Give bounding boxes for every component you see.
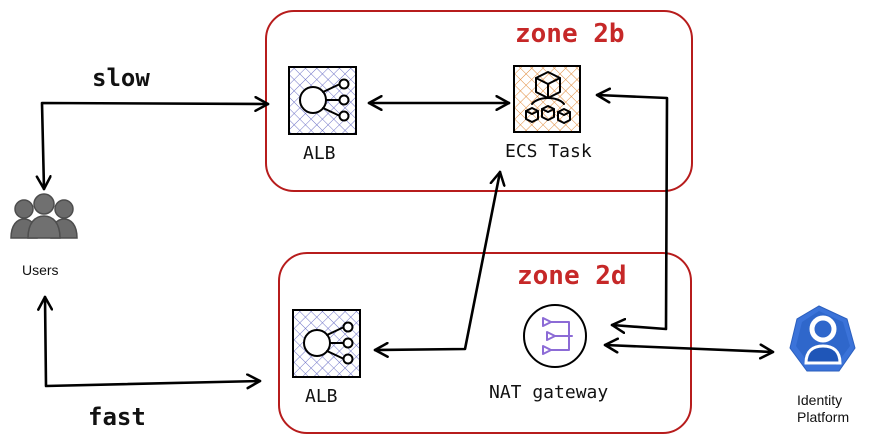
alb-bottom-label: ALB — [305, 386, 338, 407]
arrow-users-to-bottom-alb-fast — [45, 295, 262, 386]
alb-bottom-icon — [292, 309, 361, 378]
arrow-bottom-alb-to-ecs — [373, 170, 500, 350]
identity-platform-label-line-2: Platform — [797, 409, 849, 425]
slow-path-label: slow — [92, 64, 150, 92]
zone-2b-title: zone 2b — [515, 19, 625, 49]
nat-gateway-icon — [523, 304, 587, 368]
alb-top-label: ALB — [303, 143, 336, 164]
arrow-nat-gateway-to-identity-platform — [603, 345, 775, 352]
identity-platform-label-line-1: Identity — [797, 392, 842, 408]
zone-2d-title: zone 2d — [517, 261, 627, 291]
users-label: Users — [22, 262, 59, 278]
nat-gateway-label: NAT gateway — [489, 382, 608, 403]
ecs-task-icon — [513, 65, 581, 133]
users-icon — [10, 193, 78, 239]
arrow-users-to-top-alb-slow — [42, 103, 270, 191]
ecs-task-label: ECS Task — [505, 141, 592, 162]
fast-path-label: fast — [88, 403, 146, 431]
identity-platform-icon — [789, 305, 856, 372]
arrow-ecs-to-nat-gateway — [595, 95, 669, 329]
alb-top-icon — [288, 66, 357, 135]
